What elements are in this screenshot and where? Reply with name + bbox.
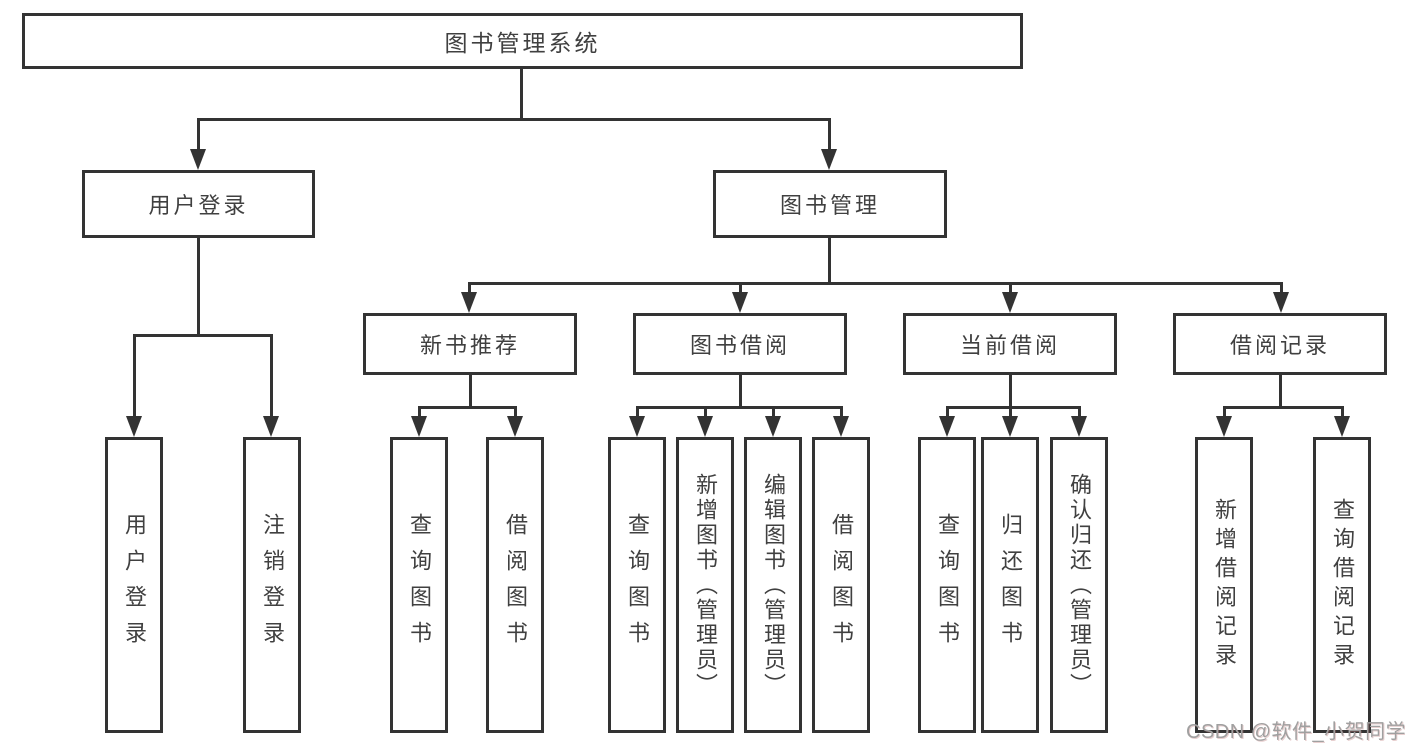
leaf-confirm-return-admin: 确认归还（管理员） [1050,437,1108,733]
connector-line [1009,375,1012,406]
connector-line [772,406,775,416]
connector-arrowhead [1002,416,1018,437]
leaf-label: 新增借阅记录 [1212,498,1237,672]
connector-arrowhead [732,292,748,313]
leaf-label: 借阅图书 [503,513,528,657]
connector-line [946,406,949,416]
node-book-borrow: 图书借阅 [633,313,847,375]
connector-line [520,69,523,118]
connector-line [828,238,831,282]
connector-line [514,406,517,416]
node-label: 新书推荐 [419,333,520,358]
node-label: 图书管理 [779,193,880,218]
connector-line [739,282,742,292]
leaf-label: 查询图书 [625,513,650,657]
node-label: 图书借阅 [689,333,790,358]
leaf-label: 编辑图书（管理员） [761,472,786,698]
leaf-label: 归还图书 [998,513,1023,657]
connector-arrowhead [126,416,142,437]
connector-line [133,334,273,337]
node-borrow-records: 借阅记录 [1173,313,1387,375]
connector-line [197,238,200,334]
connector-arrowhead [697,416,713,437]
node-label: 图书管理系统 [444,30,601,56]
node-new-book-recommend: 新书推荐 [363,313,577,375]
connector-arrowhead [190,149,206,170]
connector-line [1280,282,1283,292]
connector-line [1223,406,1226,416]
connector-arrowhead [765,416,781,437]
leaf-label: 用户登录 [122,513,147,657]
node-current-borrow: 当前借阅 [903,313,1117,375]
leaf-label: 查询图书 [935,513,960,657]
connector-line [197,118,831,121]
leaf-query-borrow-record: 查询借阅记录 [1313,437,1371,733]
leaf-logout: 注销登录 [243,437,301,733]
leaf-add-book-admin: 新增图书（管理员） [676,437,734,733]
connector-arrowhead [411,416,427,437]
leaf-label: 借阅图书 [829,513,854,657]
leaf-user-login: 用户登录 [105,437,163,733]
connector-arrowhead [1002,292,1018,313]
connector-line [270,334,273,416]
connector-arrowhead [507,416,523,437]
connector-line [468,282,471,292]
node-label: 借阅记录 [1229,333,1330,358]
connector-line [1341,406,1344,416]
connector-arrowhead [833,416,849,437]
connector-line [418,406,517,409]
connector-line [739,375,742,406]
leaf-query-books-recommend: 查询图书 [390,437,448,733]
connector-line [418,406,421,416]
connector-line [1279,375,1282,406]
connector-line [1009,406,1012,416]
connector-arrowhead [939,416,955,437]
connector-line [469,375,472,406]
connector-line [133,334,136,416]
connector-line [636,406,843,409]
connector-arrowhead [629,416,645,437]
connector-line [1009,282,1012,292]
leaf-label: 注销登录 [260,513,285,657]
connector-arrowhead [821,149,837,170]
leaf-borrow-books-recommend: 借阅图书 [486,437,544,733]
connector-arrowhead [263,416,279,437]
connector-line [828,118,831,149]
connector-line [946,406,1080,409]
node-label: 当前借阅 [959,333,1060,358]
leaf-return-book: 归还图书 [981,437,1039,733]
connector-arrowhead [461,292,477,313]
connector-arrowhead [1216,416,1232,437]
node-user-login: 用户登录 [82,170,315,238]
connector-line [704,406,707,416]
leaf-add-borrow-record: 新增借阅记录 [1195,437,1253,733]
connector-line [1078,406,1081,416]
connector-line [636,406,639,416]
leaf-query-books-current: 查询图书 [918,437,976,733]
node-system-root: 图书管理系统 [22,13,1023,69]
connector-arrowhead [1071,416,1087,437]
connector-line [197,118,200,149]
connector-line [1223,406,1344,409]
connector-line [840,406,843,416]
leaf-label: 查询借阅记录 [1330,498,1355,672]
node-label: 用户登录 [148,193,249,218]
connector-line [468,282,1282,285]
node-book-management: 图书管理 [713,170,947,238]
leaf-label: 查询图书 [407,513,432,657]
csdn-watermark: CSDN @软件_小贺同学 [1186,721,1405,743]
leaf-query-books-borrow: 查询图书 [608,437,666,733]
leaf-label: 确认归还（管理员） [1067,472,1092,698]
leaf-edit-book-admin: 编辑图书（管理员） [744,437,802,733]
leaf-borrow-books: 借阅图书 [812,437,870,733]
connector-arrowhead [1334,416,1350,437]
leaf-label: 新增图书（管理员） [693,472,718,698]
connector-arrowhead [1273,292,1289,313]
